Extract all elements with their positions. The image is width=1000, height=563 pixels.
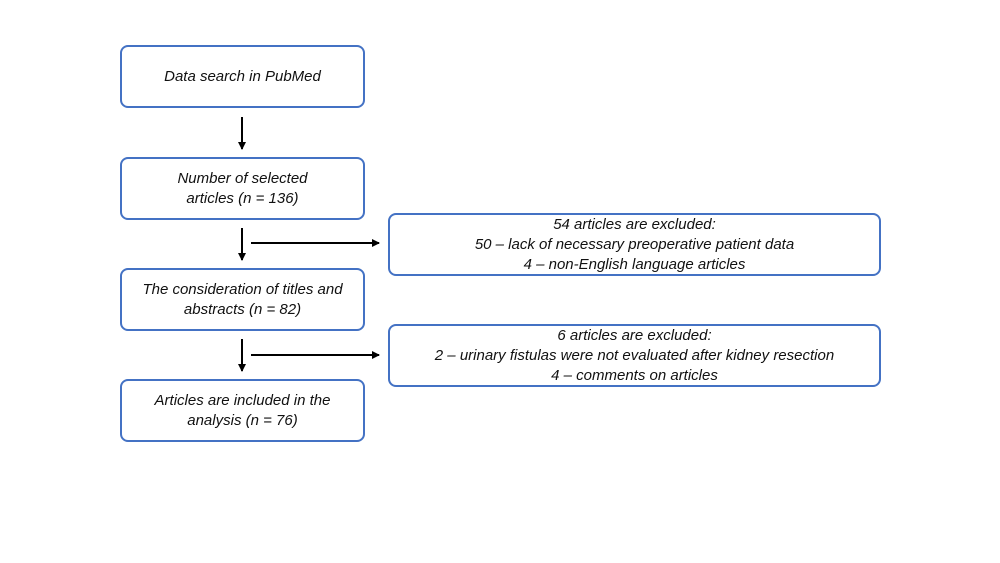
step-articles-included-line-1: Articles are included in the xyxy=(154,391,331,409)
exclusion-second-line-2: 2 – urinary fistulas were not evaluated … xyxy=(434,346,835,364)
step-data-search-line-1: Data search in PubMed xyxy=(164,67,321,85)
step-titles-abstracts-line-1: The consideration of titles and xyxy=(142,280,343,298)
exclusion-first-line-1: 54 articles are excluded: xyxy=(553,215,716,233)
exclusion-first-line-2: 50 – lack of necessary preoperative pati… xyxy=(474,235,795,253)
exclusion-box-second: 6 articles are excluded: 2 – urinary fis… xyxy=(388,324,881,387)
exclusion-box-first: 54 articles are excluded: 50 – lack of n… xyxy=(388,213,881,276)
exclusion-second-line-3: 4 – comments on articles xyxy=(551,366,718,384)
step-selected-articles-line-2: articles (n = 136) xyxy=(186,189,299,207)
step-titles-abstracts: The consideration of titles and abstract… xyxy=(120,268,365,331)
step-articles-included: Articles are included in the analysis (n… xyxy=(120,379,365,442)
step-selected-articles: Number of selected articles (n = 136) xyxy=(120,157,365,220)
exclusion-second-line-1: 6 articles are excluded: xyxy=(557,326,712,344)
step-articles-included-line-2: analysis (n = 76) xyxy=(187,411,298,429)
step-selected-articles-line-1: Number of selected xyxy=(177,169,308,187)
step-data-search: Data search in PubMed xyxy=(120,45,365,108)
step-titles-abstracts-line-2: abstracts (n = 82) xyxy=(183,300,302,318)
exclusion-first-line-3: 4 – non-English language articles xyxy=(523,255,746,273)
